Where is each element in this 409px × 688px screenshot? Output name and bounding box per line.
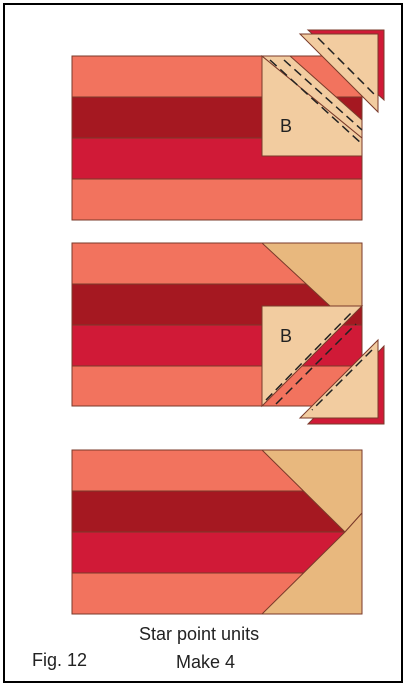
star-point-unit-1: B — [72, 30, 384, 220]
piece-label-b-1: B — [280, 116, 292, 136]
caption-title: Star point units — [139, 624, 259, 645]
piece-label-b-2: B — [280, 326, 292, 346]
figure-number: Fig. 12 — [32, 650, 87, 671]
strip-4 — [72, 179, 362, 220]
star-point-unit-2: B — [72, 243, 384, 424]
caption-quantity: Make 4 — [176, 652, 235, 673]
star-point-unit-3 — [72, 450, 362, 614]
